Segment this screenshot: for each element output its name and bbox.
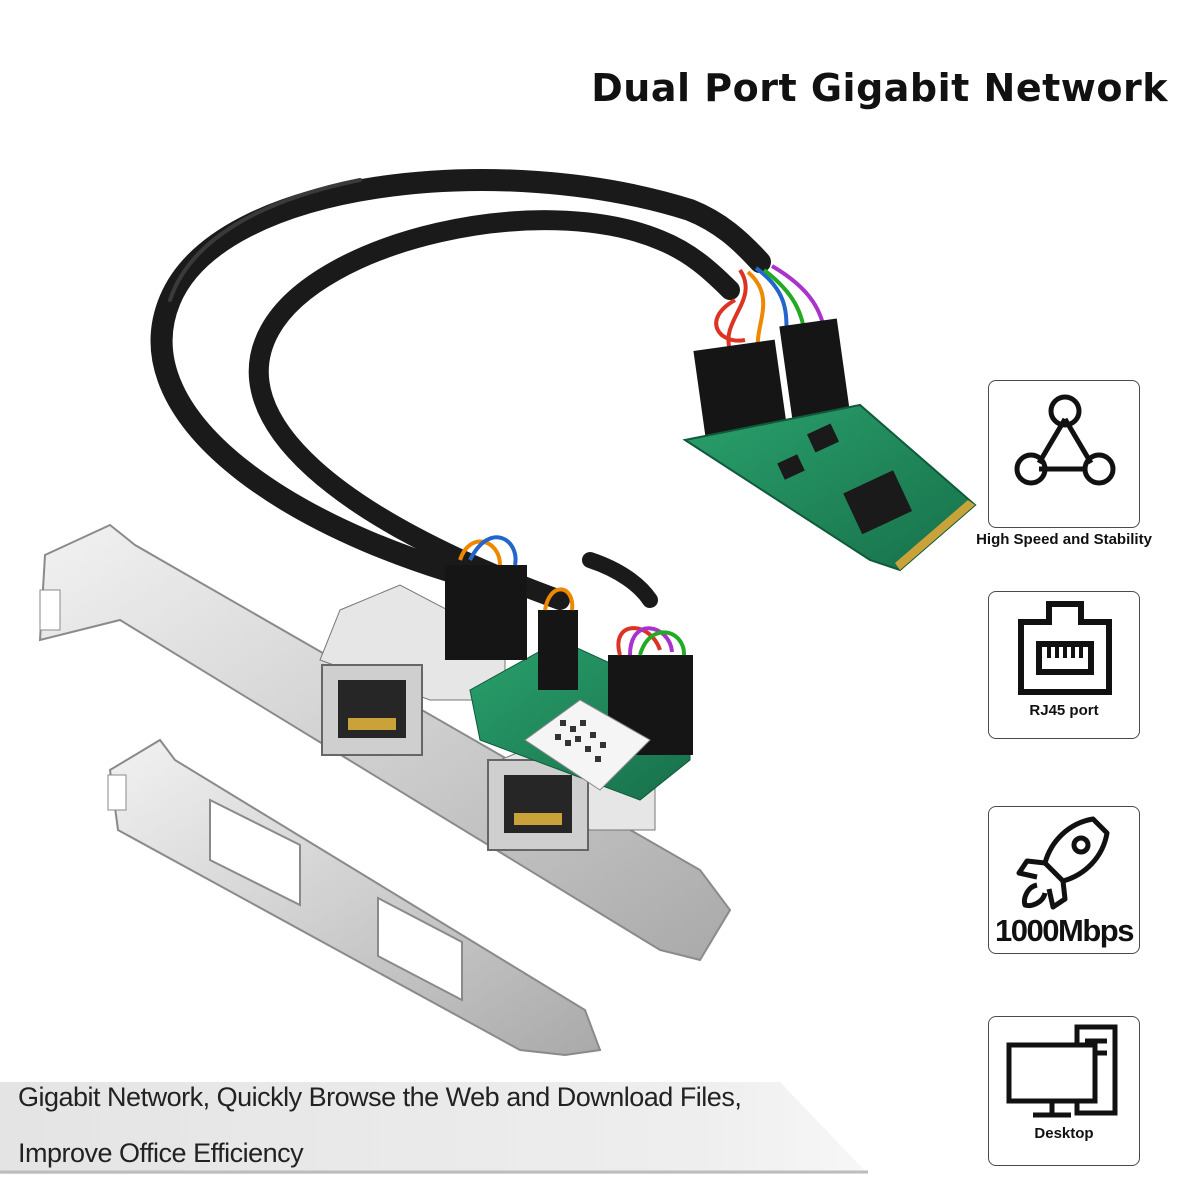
qr-label xyxy=(524,699,651,791)
caption-line-1: Gigabit Network, Quickly Browse the Web … xyxy=(18,1082,742,1112)
rocket-icon xyxy=(1016,816,1110,910)
wire-bundle-bottom xyxy=(458,535,687,656)
cable-loops xyxy=(150,169,771,610)
m2-card xyxy=(682,403,977,572)
wire-bundle-top xyxy=(714,264,832,356)
network-triangle-icon xyxy=(1014,394,1116,486)
bracket-low-profile xyxy=(107,738,602,1057)
desktop-computer-icon xyxy=(1006,1024,1118,1118)
page-title: Dual Port Gigabit Network xyxy=(591,66,1168,110)
feature-label: 1000Mbps xyxy=(995,913,1134,948)
feature-card-rj45: RJ45 port xyxy=(988,591,1140,739)
caption-band xyxy=(0,1082,870,1174)
feature-label: High Speed and Stability xyxy=(976,531,1152,548)
pin-header-top xyxy=(693,318,851,451)
feature-label: Desktop xyxy=(1034,1125,1094,1142)
feature-card-mbps: 1000Mbps xyxy=(988,806,1140,954)
feature-card-speed: High Speed and Stability xyxy=(976,380,1152,548)
caption-line-2: Improve Office Efficiency xyxy=(18,1138,304,1168)
rj45-port-1 xyxy=(319,584,506,756)
feature-card-desktop: Desktop xyxy=(988,1016,1140,1166)
product-image xyxy=(38,169,977,1057)
feature-label: RJ45 port xyxy=(1029,702,1099,719)
rj45-port-icon xyxy=(1018,601,1112,695)
